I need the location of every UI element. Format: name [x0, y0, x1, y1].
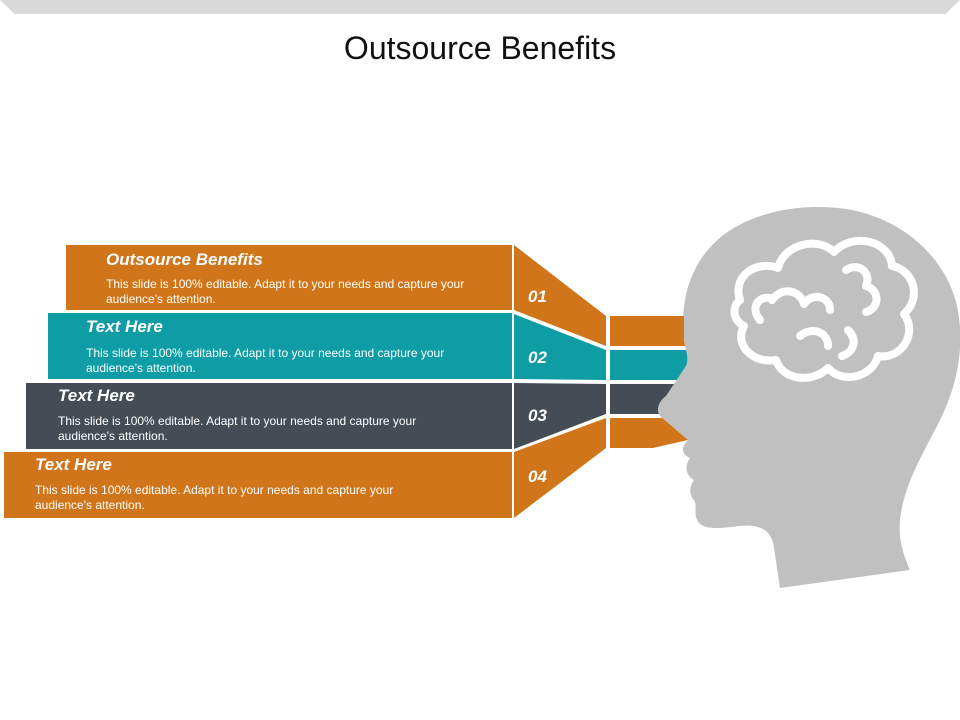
brain-icon	[730, 236, 918, 382]
step-number-3: 03	[528, 406, 547, 425]
funnel-segment-4	[514, 418, 606, 518]
connector-band-4	[610, 418, 688, 448]
step-heading-1: Outsource Benefits	[106, 250, 263, 269]
funnel-segment-2	[514, 314, 606, 380]
top-decorative-bar	[0, 0, 960, 14]
step-description-2: This slide is 100% editable. Adapt it to…	[86, 346, 445, 375]
step-heading-4: Text Here	[35, 455, 112, 474]
step-heading-2: Text Here	[86, 317, 163, 336]
funnel-segment-1	[514, 245, 606, 346]
step-description-3: This slide is 100% editable. Adapt it to…	[58, 414, 417, 443]
step-heading-3: Text Here	[58, 386, 135, 405]
step-box-2: Text Here This slide is 100% editable. A…	[48, 313, 512, 379]
step-number-1: 01	[528, 287, 547, 306]
step-description-1: This slide is 100% editable. Adapt it to…	[106, 277, 465, 306]
connector-band-1	[610, 316, 688, 346]
slide-title: Outsource Benefits	[343, 30, 617, 66]
step-box-4: Text Here This slide is 100% editable. A…	[4, 452, 512, 518]
step-number-2: 02	[528, 348, 547, 367]
connector-band-2	[610, 350, 688, 380]
step-box-3: Text Here This slide is 100% editable. A…	[26, 383, 512, 449]
funnel-segment-3	[514, 383, 606, 449]
connector-band-3	[610, 384, 688, 414]
funnel-segments	[514, 245, 606, 518]
head-connector-bands	[610, 316, 688, 448]
step-description-4: This slide is 100% editable. Adapt it to…	[35, 483, 394, 512]
step-box-1: Outsource Benefits This slide is 100% ed…	[66, 245, 512, 310]
step-number-4: 04	[528, 467, 547, 486]
